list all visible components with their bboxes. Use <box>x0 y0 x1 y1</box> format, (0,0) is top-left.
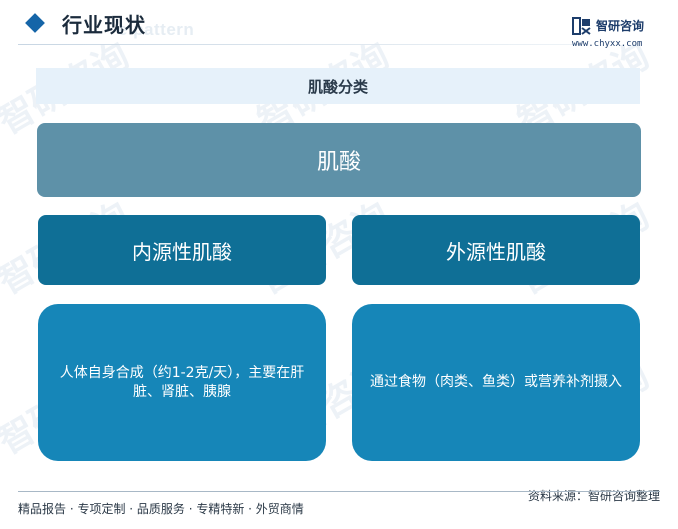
branch-node-endogenous: 内源性肌酸 <box>38 215 326 285</box>
branch-label: 内源性肌酸 <box>132 239 232 264</box>
branch-node-exogenous: 外源性肌酸 <box>352 215 640 285</box>
footer-divider <box>18 491 660 492</box>
header-diamond-icon <box>25 13 45 33</box>
branch-label: 外源性肌酸 <box>446 239 546 264</box>
logo-url: www.chyxx.com <box>572 39 643 49</box>
source-note: 资料来源：智研咨询整理 <box>527 489 660 503</box>
section-banner: 肌酸分类 <box>36 68 640 104</box>
page-title: 行业现状 <box>62 13 146 37</box>
banner-title: 肌酸分类 <box>307 77 368 96</box>
header-watermark: e pattern <box>118 20 195 39</box>
detail-node-exogenous: 通过食物（肉类、鱼类）或营养补剂摄入 <box>352 304 640 461</box>
detail-node-endogenous: 人体自身合成（约1-2克/天），主要在肝脏、肾脏、胰腺 <box>38 304 326 461</box>
header-divider <box>18 44 578 45</box>
diagram-root-node: 肌酸 <box>37 123 641 197</box>
detail-text: 通过食物（肉类、鱼类）或营养补剂摄入 <box>370 374 622 390</box>
brand-logo: 智研咨询 www.chyxx.com <box>572 17 672 53</box>
logo-name: 智研咨询 <box>596 19 645 33</box>
footer-tags: 精品报告 · 专项定制 · 品质服务 · 专精特新 · 外贸商情 <box>18 502 304 516</box>
logo-icon <box>572 17 591 35</box>
detail-text: 人体自身合成（约1-2克/天），主要在肝脏、肾脏、胰腺 <box>59 364 305 400</box>
root-node-label: 肌酸 <box>316 150 361 175</box>
